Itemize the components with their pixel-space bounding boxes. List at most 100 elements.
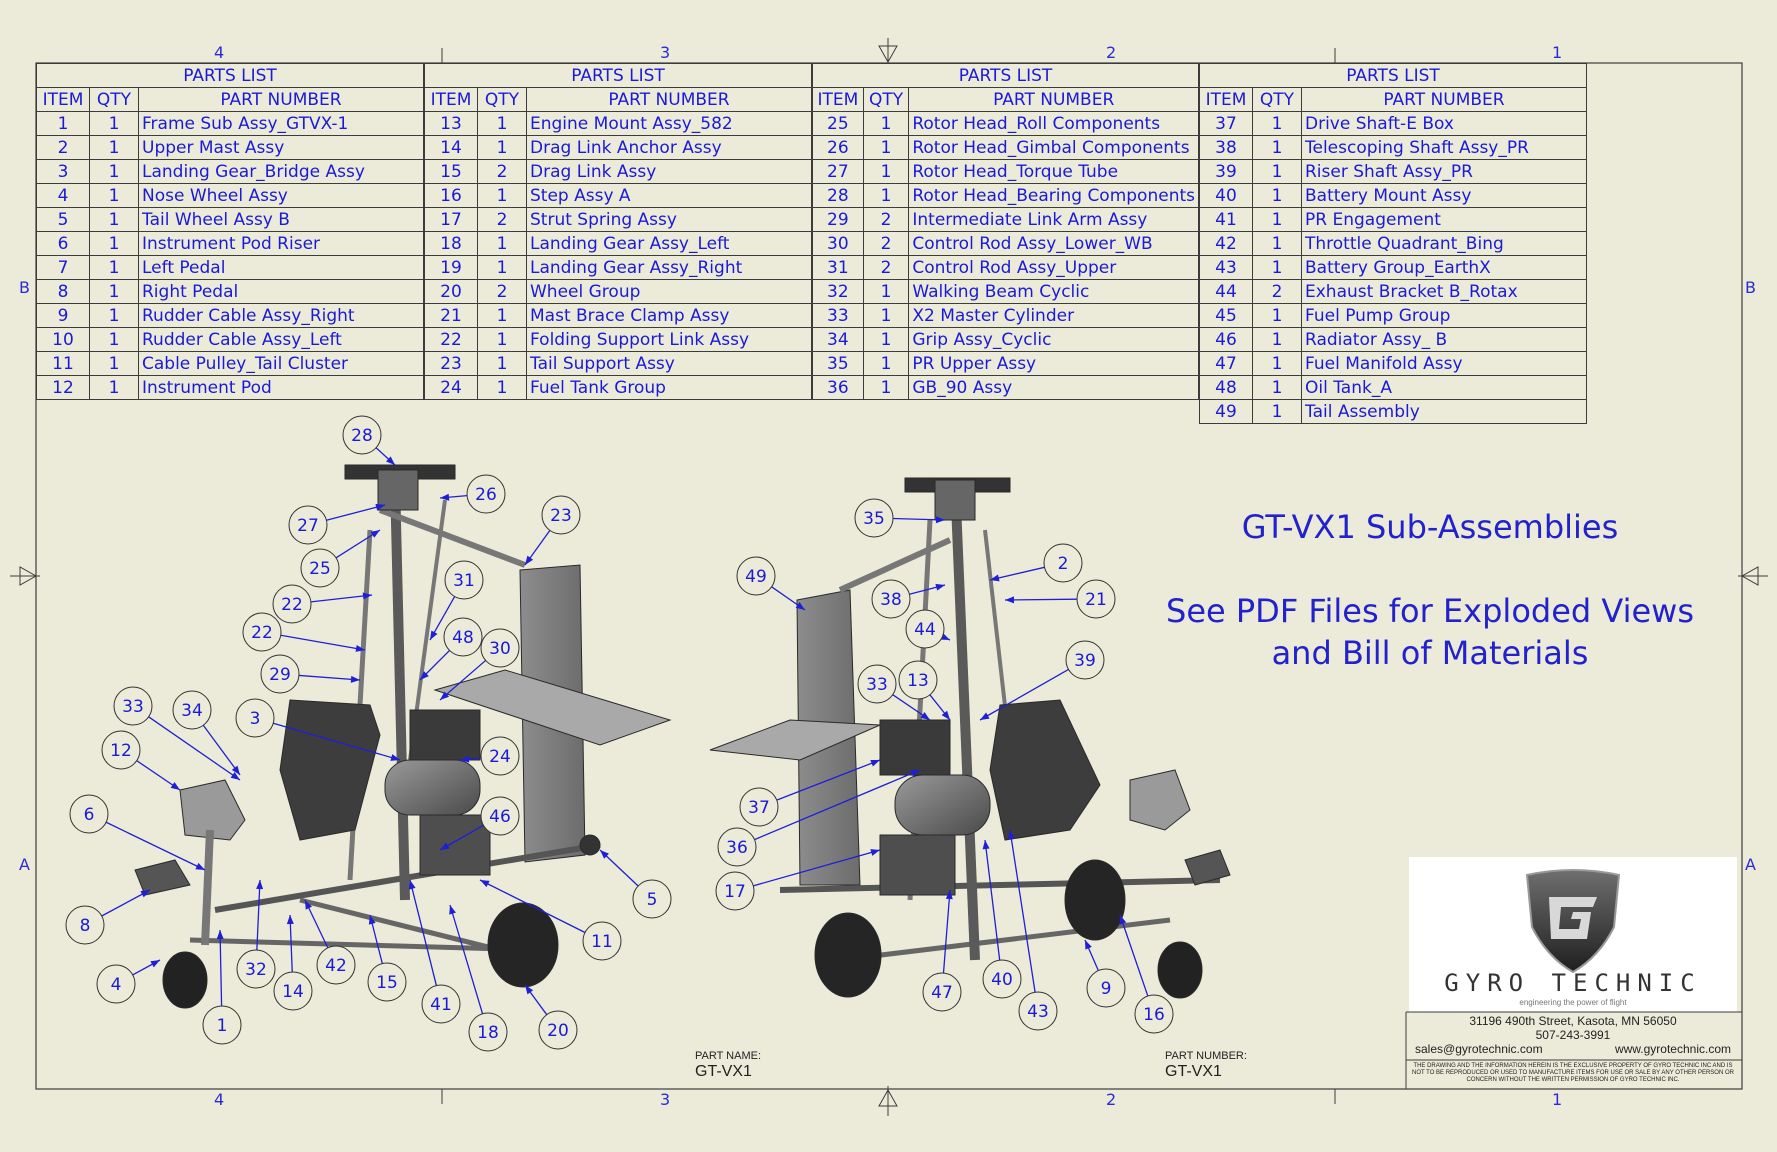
- balloon-26: 26: [439, 474, 506, 514]
- balloon-2: 2: [989, 543, 1083, 583]
- company-address-block: 31196 490th Street, Kasota, MN 56050 507…: [1409, 1014, 1737, 1056]
- part-number-cell: Riser Shaft Assy_PR: [1301, 159, 1587, 184]
- balloon-12: 12: [101, 730, 181, 791]
- svg-text:33: 33: [122, 697, 144, 717]
- company-website[interactable]: www.gyrotechnic.com: [1614, 1042, 1731, 1056]
- balloon-1: 1: [202, 929, 242, 1045]
- qty-cell: 2: [477, 207, 527, 232]
- balloon-23: 23: [524, 495, 581, 566]
- qty-cell: 1: [89, 207, 139, 232]
- svg-text:42: 42: [325, 956, 347, 976]
- svg-text:2: 2: [1058, 554, 1069, 574]
- center-mark-top: [878, 38, 898, 66]
- zone-left-B: B: [19, 278, 30, 297]
- notes-line-1: See PDF Files for Exploded Views: [1166, 592, 1694, 630]
- balloon-21: 21: [1004, 579, 1116, 619]
- company-address: 31196 490th Street, Kasota, MN 56050: [1469, 1014, 1677, 1028]
- balloon-46: 46: [439, 796, 520, 851]
- qty-cell: 1: [862, 375, 910, 400]
- part-number-caption: PART NUMBER:: [1165, 1050, 1247, 1062]
- item-cell: 19: [424, 255, 478, 280]
- balloon-9: 9: [1084, 939, 1126, 1008]
- svg-text:47: 47: [931, 983, 953, 1003]
- balloon-47: 47: [922, 889, 962, 1012]
- balloon-38: 38: [871, 579, 946, 619]
- svg-text:3: 3: [250, 709, 261, 729]
- svg-text:22: 22: [251, 623, 273, 643]
- qty-cell: 1: [862, 183, 910, 208]
- svg-text:23: 23: [550, 506, 572, 526]
- column-header-item: ITEM: [1199, 87, 1253, 112]
- balloon-48: 48: [419, 617, 483, 681]
- svg-text:6: 6: [84, 805, 95, 825]
- item-cell: 38: [1199, 135, 1253, 160]
- balloon-33: 33: [113, 686, 241, 781]
- part-number-cell: Upper Mast Assy: [138, 135, 424, 160]
- qty-cell: 1: [477, 135, 527, 160]
- zone-top-1: 1: [1552, 43, 1563, 62]
- balloon-34: 34: [172, 690, 241, 776]
- balloon-6: 6: [69, 794, 206, 871]
- balloon-15: 15: [367, 914, 407, 1002]
- part-number-cell: Grip Assy_Cyclic: [908, 327, 1199, 352]
- item-cell: 4: [36, 183, 90, 208]
- balloon-36: 36: [717, 769, 921, 867]
- item-cell: 28: [812, 183, 864, 208]
- part-number-cell: Nose Wheel Assy: [138, 183, 424, 208]
- company-email[interactable]: sales@gyrotechnic.com: [1415, 1042, 1543, 1056]
- zone-right-B: B: [1745, 278, 1756, 297]
- part-number-cell: Intermediate Link Arm Assy: [908, 207, 1199, 232]
- item-cell: 49: [1199, 399, 1253, 424]
- item-cell: 43: [1199, 255, 1253, 280]
- balloon-20: 20: [524, 984, 578, 1050]
- part-number-cell: Cable Pulley_Tail Cluster: [138, 351, 424, 376]
- item-cell: 47: [1199, 351, 1253, 376]
- balloon-28: 28: [342, 415, 396, 466]
- svg-text:13: 13: [907, 671, 929, 691]
- zone-top-3: 3: [660, 43, 671, 62]
- shield-icon: [1525, 869, 1621, 974]
- column-header-qty: QTY: [89, 87, 139, 112]
- svg-text:27: 27: [297, 516, 319, 536]
- svg-text:4: 4: [111, 975, 122, 995]
- item-cell: 12: [36, 375, 90, 400]
- instrument-pod-right: [1129, 769, 1191, 831]
- svg-text:49: 49: [745, 567, 767, 587]
- balloon-22: 22: [272, 584, 373, 624]
- zone-bottom-4: 4: [214, 1090, 225, 1109]
- part-number-cell: Walking Beam Cyclic: [908, 279, 1199, 304]
- part-number-cell: Battery Mount Assy: [1301, 183, 1587, 208]
- qty-cell: 1: [477, 375, 527, 400]
- qty-cell: 2: [477, 159, 527, 184]
- svg-text:31: 31: [453, 571, 475, 591]
- balloon-14: 14: [273, 914, 313, 1011]
- svg-text:25: 25: [309, 559, 331, 579]
- column-header-qty: QTY: [862, 87, 910, 112]
- part-number-cell: Exhaust Bracket B_Rotax: [1301, 279, 1587, 304]
- part-number-cell: Radiator Assy_ B: [1301, 327, 1587, 352]
- part-number-cell: Instrument Pod Riser: [138, 231, 424, 256]
- qty-cell: 1: [862, 159, 910, 184]
- item-cell: 25: [812, 111, 864, 136]
- column-header-item: ITEM: [812, 87, 864, 112]
- balloon-13: 13: [898, 660, 951, 721]
- item-cell: 44: [1199, 279, 1253, 304]
